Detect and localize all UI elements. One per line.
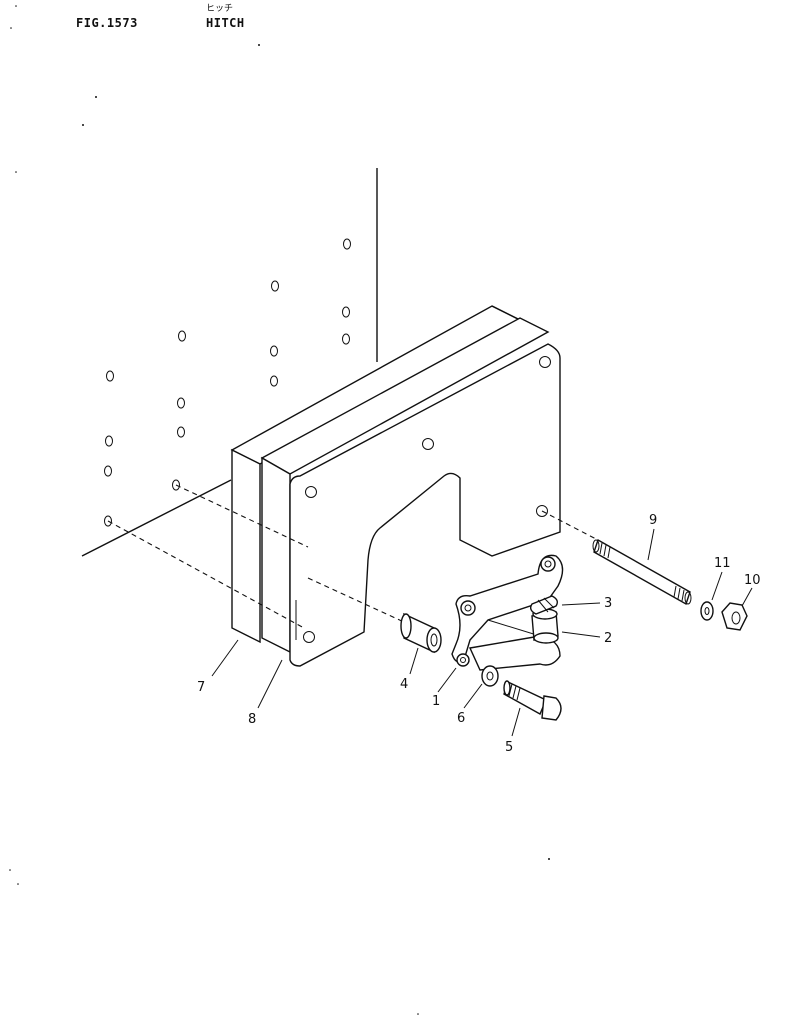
plate-hole [539,356,551,368]
frame-hole [172,479,180,491]
diagram-title: HITCH [206,16,245,30]
frame-hole [178,330,186,342]
frame-hole [104,515,112,527]
callout-5: 5 [505,740,513,755]
callout-7: 7 [197,680,205,695]
frame-hole [343,238,351,250]
plate-part-8 [260,317,561,667]
callout-10: 10 [744,573,761,588]
scan-specks [9,5,550,1015]
alignment-lines [107,484,599,629]
washer-part-11 [700,601,714,621]
plate-hole [536,505,548,517]
frame-hole [271,280,279,292]
lever-part-3 [529,595,559,615]
leader-lines [211,528,753,737]
frame-hole [270,345,278,357]
callout-3: 3 [604,596,612,611]
callout-1: 1 [432,694,440,709]
nut-part-10 [721,602,748,631]
frame-hole [342,306,350,318]
bushing-part-4 [400,612,442,654]
stud-bolt-part-9 [592,538,692,606]
plate-hole [303,631,315,643]
plate-hole [305,486,317,498]
frame-mounting-holes [104,238,351,527]
figure-number: FIG.1573 [76,16,138,30]
title-japanese: ヒッチ [206,4,234,14]
washer-part-6 [481,665,499,687]
plate-hole [422,438,434,450]
frame-hole [270,375,278,387]
frame-hole [177,397,185,409]
frame-hole [105,435,113,447]
frame-hole [104,465,112,477]
frame-hole [106,370,114,382]
bolt-part-5 [503,680,562,721]
frame-hole [177,426,185,438]
frame-hole [342,333,350,345]
callout-4: 4 [400,677,408,692]
callout-6: 6 [457,711,465,726]
callout-2: 2 [604,631,612,646]
callout-11: 11 [714,556,731,571]
callout-8: 8 [248,712,256,727]
callout-9: 9 [649,513,657,528]
frame-floor-line [81,479,232,557]
